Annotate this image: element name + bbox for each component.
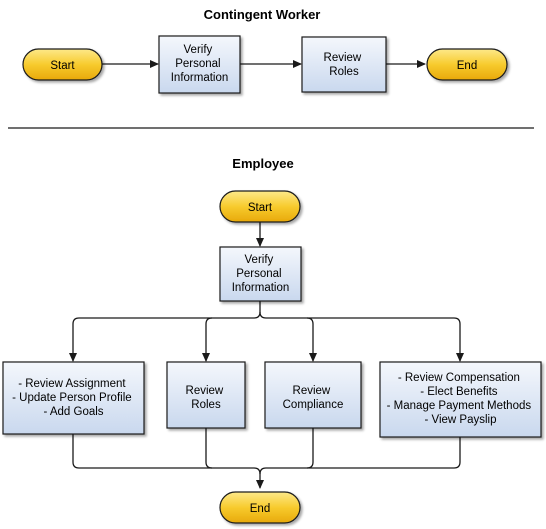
contingent-end-label: End — [457, 60, 477, 72]
contingent-title: Contingent Worker — [204, 7, 321, 22]
contingent-end-node: End — [426, 48, 508, 81]
employee-assignment-label: - Review Assignment - Update Person Prof… — [12, 378, 135, 418]
employee-assignment-node: - Review Assignment - Update Person Prof… — [2, 361, 145, 435]
employee-title: Employee — [232, 156, 293, 171]
contingent-start-node: Start — [22, 48, 103, 81]
employee-start-label: Start — [248, 202, 273, 214]
employee-end-label: End — [250, 503, 270, 515]
contingent-verify-node: Verify Personal Information — [158, 35, 241, 94]
employee-verify-node: Verify Personal Information — [219, 246, 302, 302]
employee-review-compliance-label: Review Compliance — [283, 385, 344, 411]
employee-compensation-label: - Review Compensation - Elect Benefits -… — [387, 372, 535, 426]
contingent-review-roles-label: Review Roles — [324, 52, 365, 78]
employee-review-compliance-node: Review Compliance — [264, 361, 362, 429]
contingent-start-label: Start — [50, 60, 75, 72]
employee-compensation-node: - Review Compensation - Elect Benefits -… — [379, 361, 542, 438]
employee-end-node: End — [219, 491, 301, 524]
employee-verify-label: Verify Personal Information — [232, 254, 290, 294]
employee-connectors — [69, 222, 464, 489]
employee-start-node: Start — [219, 190, 301, 223]
employee-review-roles-node: Review Roles — [166, 361, 246, 429]
contingent-review-roles-node: Review Roles — [301, 36, 387, 93]
employee-review-roles-label: Review Roles — [186, 385, 227, 411]
contingent-verify-label: Verify Personal Information — [171, 44, 229, 84]
